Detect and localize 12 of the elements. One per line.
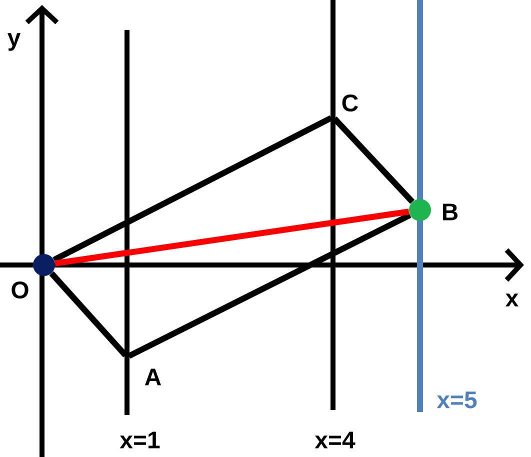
axis-label: x=4 (314, 432, 356, 448)
point-label: B (442, 204, 458, 220)
axis-label: x (505, 294, 518, 306)
axis-label: x=5 (436, 392, 477, 408)
point-label: A (144, 368, 162, 386)
line-segment (52, 115, 332, 263)
line-segment (54, 208, 410, 266)
axis-label: x=1 (120, 432, 160, 448)
axis-label: y (8, 33, 21, 51)
point-label: C (342, 94, 358, 112)
point-label: O (12, 282, 28, 298)
line-segment (128, 212, 412, 359)
